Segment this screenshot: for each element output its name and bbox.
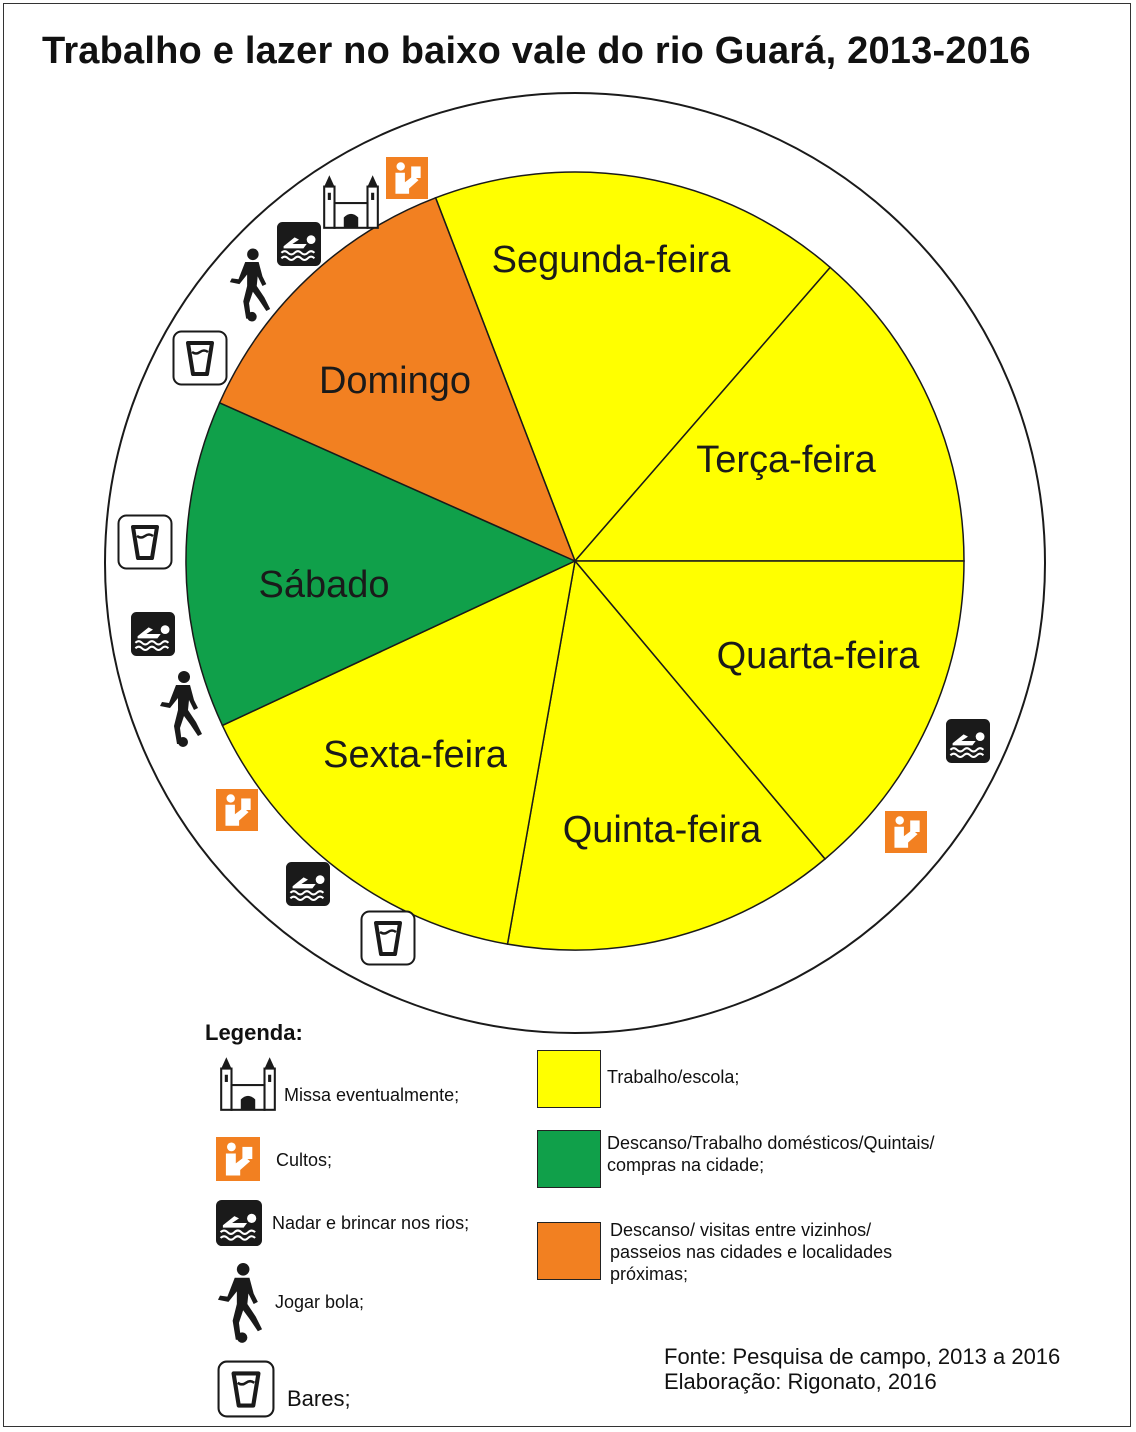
pie-slice-2 (573, 266, 965, 562)
pie-slice-1 (434, 171, 832, 563)
soccer-player-icon (217, 1263, 263, 1343)
church-icon (220, 1056, 276, 1111)
source-line: Fonte: Pesquisa de campo, 2013 a 2016 (664, 1344, 1061, 1369)
legend-item-cultos: Cultos; (276, 1150, 333, 1170)
source-note: Fonte: Pesquisa de campo, 2013 a 2016 El… (664, 1344, 1060, 1394)
legend-desc-rest-visits: Descanso/ visitas entre vizinhos/ passei… (610, 1220, 893, 1284)
pie-slice-5 (221, 559, 576, 945)
day-label: Sexta-feira (323, 734, 508, 776)
legend-desc-work: Trabalho/escola; (607, 1067, 740, 1087)
legend-title: Legenda: (205, 1020, 303, 1045)
legend-item-missa: Missa eventualmente; (284, 1085, 460, 1105)
swimming-icon (216, 1200, 262, 1246)
worship-icon (216, 1137, 260, 1181)
worship-icon (216, 789, 258, 831)
legend-item-bares: Bares; (287, 1386, 351, 1411)
day-label: Segunda-feira (492, 239, 732, 281)
pie-slice-3 (573, 560, 965, 861)
pie-slice-6 (185, 401, 577, 727)
glass-icon (219, 1362, 274, 1417)
glass-icon (360, 910, 416, 966)
day-label: Terça-feira (696, 439, 876, 481)
day-label: Quinta-feira (563, 809, 762, 851)
legend-swatch-rest-visits (537, 1222, 601, 1280)
swimming-icon (286, 862, 330, 906)
glass-icon (172, 330, 228, 386)
pie-slice-4 (506, 559, 827, 951)
credit-line: Elaboração: Rigonato, 2016 (664, 1369, 937, 1394)
day-label: Quarta-feira (717, 635, 921, 677)
worship-icon (885, 811, 927, 853)
swimming-icon (946, 719, 990, 763)
day-label: Sábado (258, 564, 389, 606)
pie-slice-7 (218, 196, 577, 563)
swimming-icon (277, 222, 321, 266)
legend-desc-rest-domestic: Descanso/Trabalho domésticos/Quintais/ c… (607, 1133, 935, 1175)
worship-icon (386, 157, 428, 199)
day-label: Domingo (319, 360, 471, 402)
legend-item-nadar: Nadar e brincar nos rios; (272, 1213, 470, 1233)
swimming-icon (131, 612, 175, 656)
page-title: Trabalho e lazer no baixo vale do rio Gu… (42, 30, 1031, 72)
legend-swatch-rest-domestic (537, 1130, 601, 1188)
glass-icon (117, 514, 173, 570)
legend-swatch-work (537, 1050, 601, 1108)
legend-item-jogar-bola: Jogar bola; (275, 1292, 365, 1312)
